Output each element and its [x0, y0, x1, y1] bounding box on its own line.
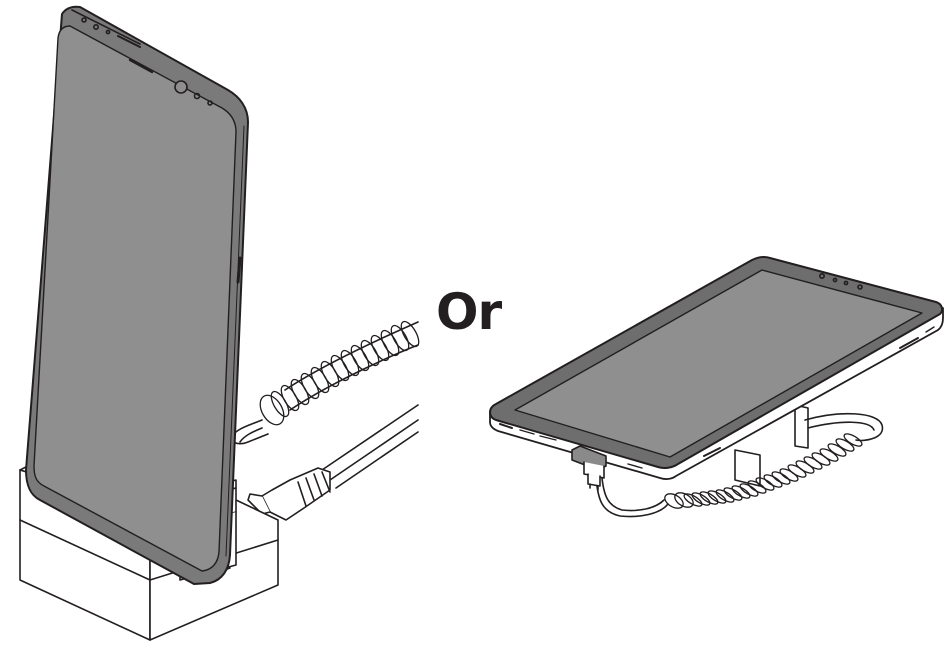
tablet-stand-post: [734, 404, 809, 487]
coiled-cable-left: [230, 320, 420, 445]
tablet-body: [489, 255, 944, 480]
smartphone-body: [25, 5, 249, 585]
coiled-cable-right: [595, 412, 884, 518]
tablet-cable-connector: [571, 445, 607, 491]
or-separator-text: Or: [436, 283, 502, 341]
dock-cable: [321, 404, 419, 489]
cable-connector-left: [247, 467, 331, 521]
